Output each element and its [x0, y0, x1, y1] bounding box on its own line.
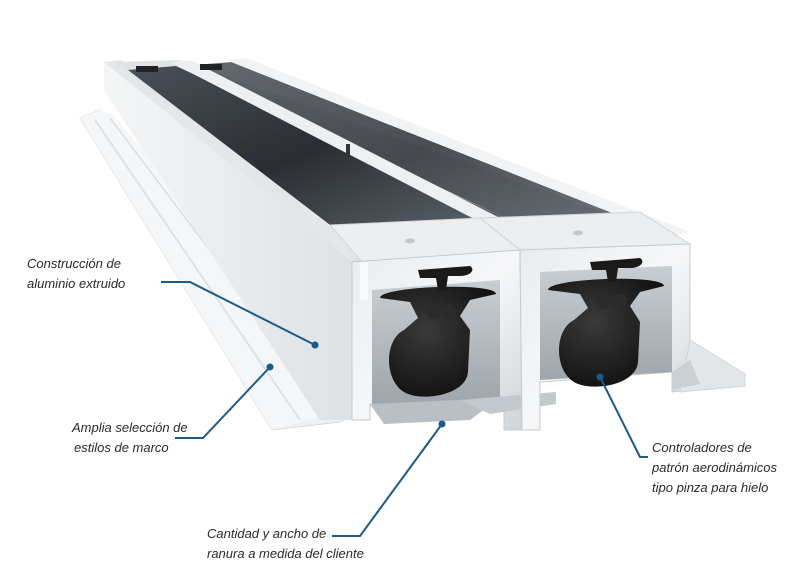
cover-plates	[328, 211, 692, 263]
callout-line-aero-controllers	[599, 376, 648, 458]
callout-extruded-aluminum-line2: aluminio extruido	[27, 276, 126, 291]
callout-frame-styles-line2: estilos de marco	[74, 440, 169, 455]
callout-dot-frame-styles	[266, 363, 274, 371]
callout-dot-extruded-aluminum	[311, 341, 319, 349]
callout-slot-size-line2: ranura a medida del cliente	[207, 546, 364, 561]
callout-line-slot-size	[332, 423, 443, 537]
callout-dots	[266, 341, 604, 428]
callout-extruded-aluminum-line1: Construcción de	[27, 256, 121, 271]
callout-extruded-aluminum: Construcción de aluminio extruido	[27, 254, 125, 294]
callout-slot-size-line1: Cantidad y ancho de	[207, 526, 327, 541]
callout-lines	[161, 281, 648, 537]
callout-frame-styles: Amplia selección de estilos de marco	[72, 418, 188, 458]
callout-aero-controllers-line3: tipo pinza para hielo	[652, 480, 769, 495]
callout-aero-controllers: Controladores de patrón aerodinámicos ti…	[652, 438, 777, 498]
callout-dot-slot-size	[438, 420, 446, 428]
front-profile-left	[351, 249, 556, 431]
callout-line-frame-styles	[175, 366, 271, 439]
callout-slot-size: Cantidad y ancho de ranura a medida del …	[207, 524, 364, 564]
callout-dot-aero-controllers	[596, 373, 604, 381]
callout-frame-styles-line1: Amplia selección de	[72, 420, 188, 435]
callout-line-extruded-aluminum	[161, 281, 316, 346]
callout-aero-controllers-line2: patrón aerodinámicos	[652, 460, 778, 475]
front-profile-right	[519, 243, 746, 431]
callout-aero-controllers-line1: Controladores de	[652, 440, 752, 455]
left-rail-body	[104, 60, 360, 420]
top-channels	[115, 58, 690, 240]
